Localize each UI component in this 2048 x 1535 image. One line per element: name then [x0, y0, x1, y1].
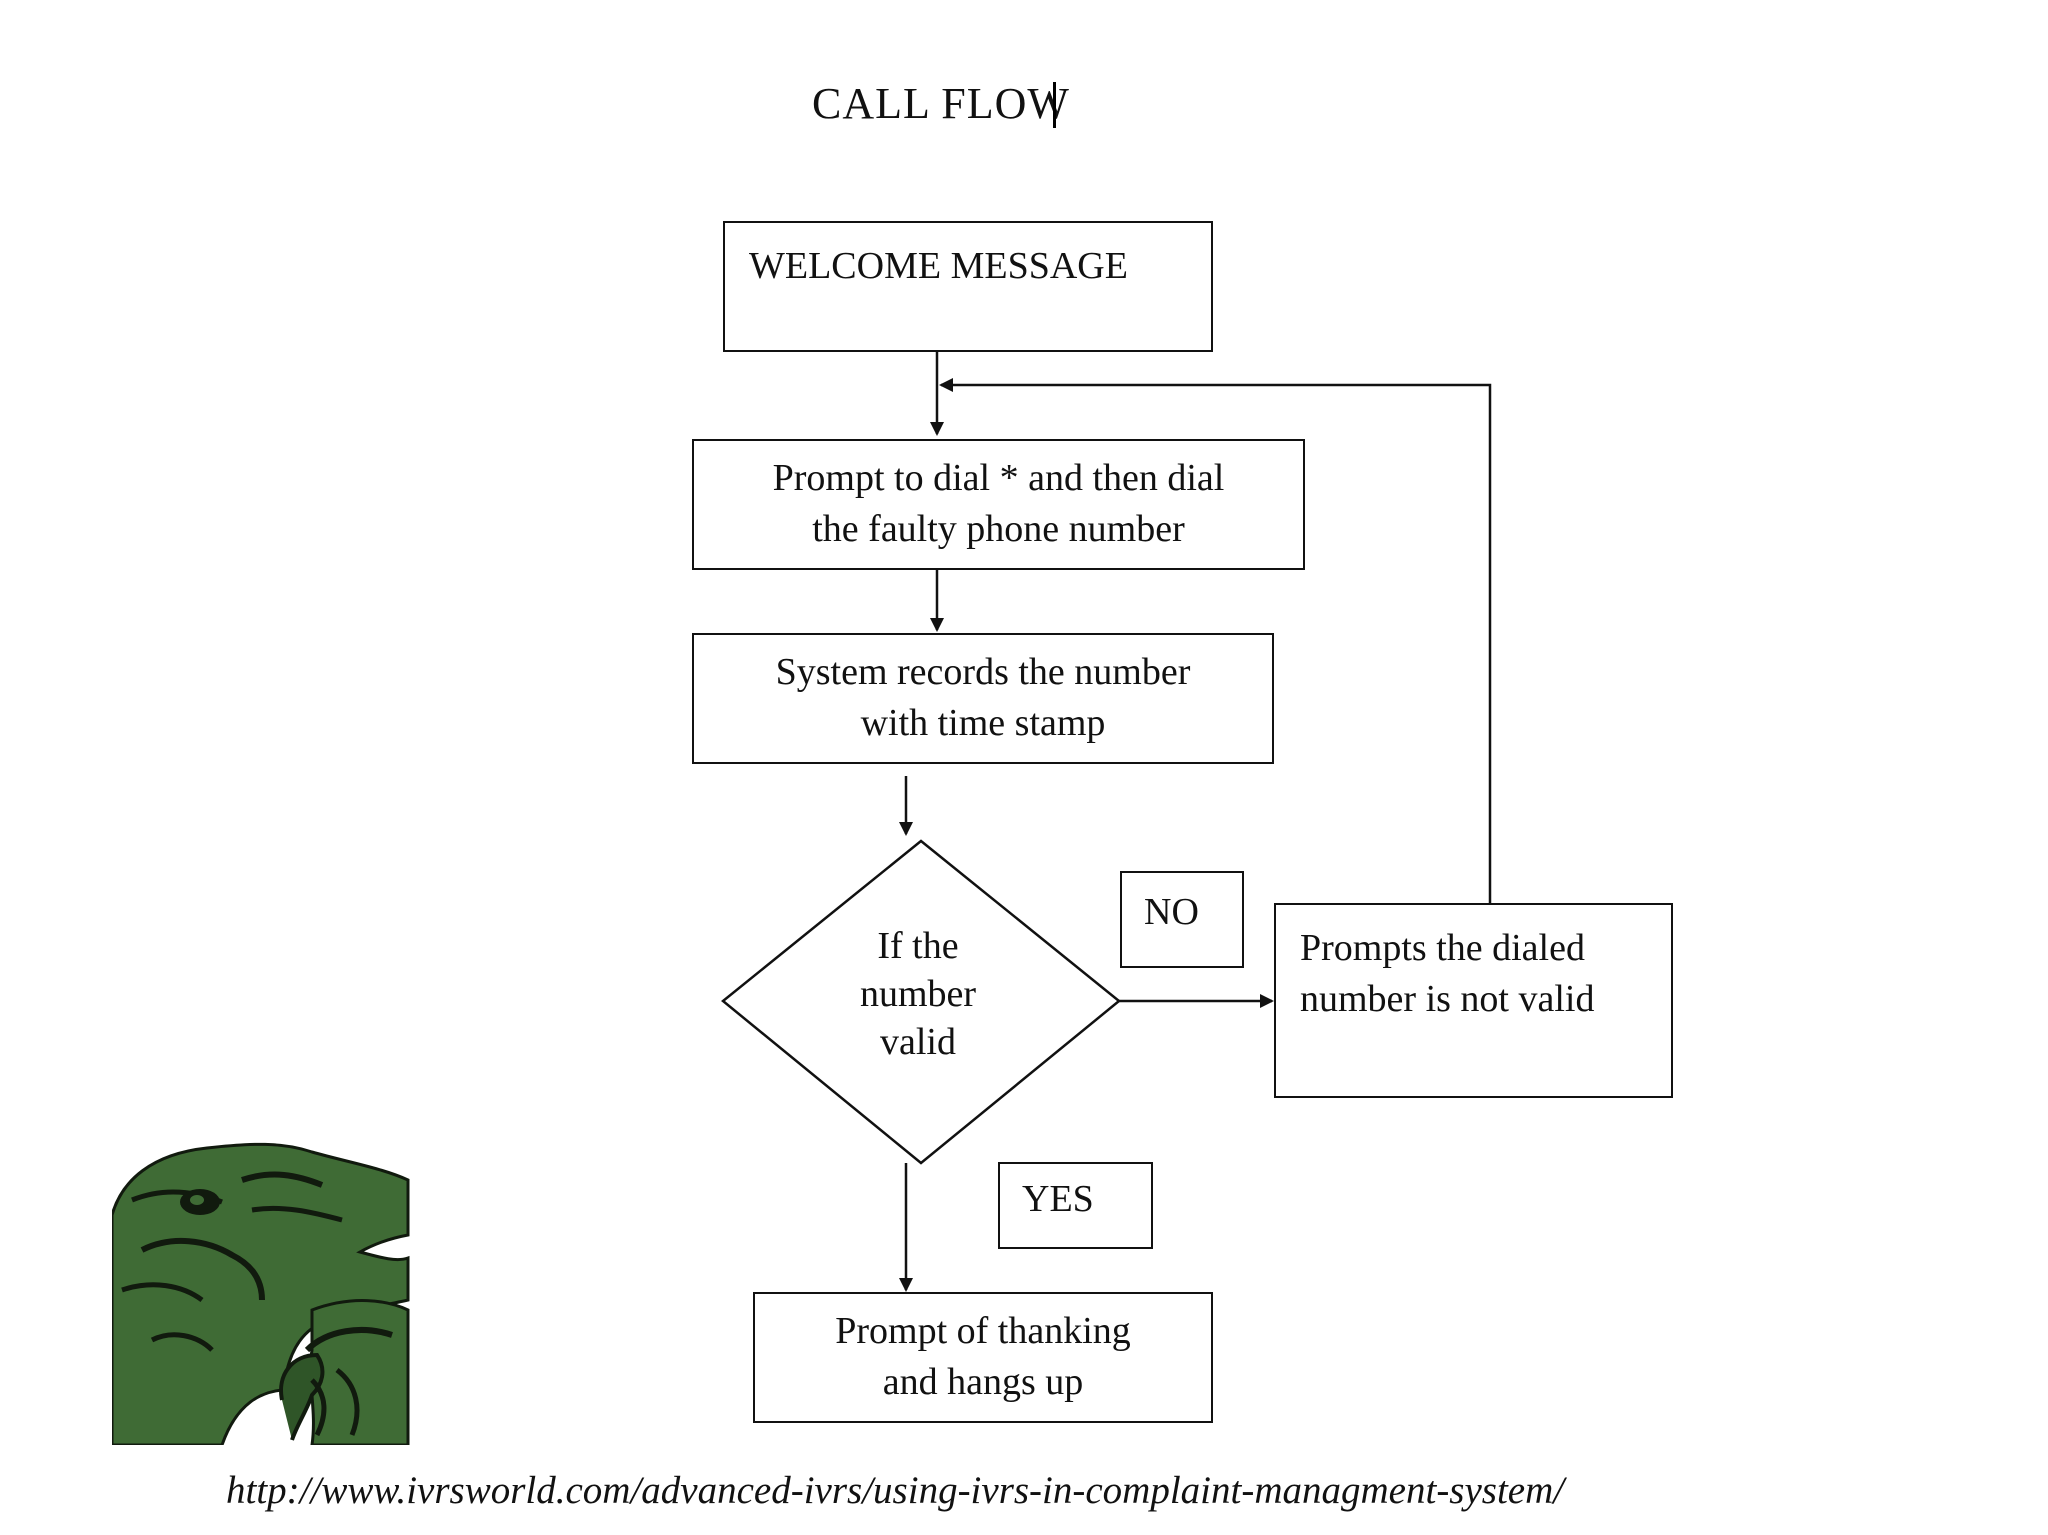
decision-diamond — [721, 839, 1121, 1165]
prompt-dial-box: Prompt to dial * and then dial the fault… — [692, 439, 1305, 570]
philosoraptor-image — [112, 1142, 410, 1445]
prompt-dial-line-2: the faulty phone number — [812, 508, 1185, 550]
invalid-number-box: Prompts the dialed number is not valid — [1274, 903, 1673, 1098]
decision-line-3: valid — [880, 1021, 956, 1063]
thanks-box: Prompt of thanking and hangs up — [753, 1292, 1213, 1423]
thanks-line-2: and hangs up — [882, 1361, 1084, 1403]
decision-text: If the number valid — [808, 922, 1028, 1066]
invalid-line-2: number is not valid — [1300, 978, 1595, 1020]
system-records-line-2: with time stamp — [860, 702, 1106, 744]
welcome-message-text: WELCOME MESSAGE — [749, 245, 1128, 287]
loop-back-line — [939, 378, 1492, 903]
yes-label-box: YES — [998, 1162, 1153, 1249]
source-url[interactable]: http://www.ivrsworld.com/advanced-ivrs/u… — [226, 1469, 1565, 1512]
system-records-box: System records the number with time stam… — [692, 633, 1274, 764]
no-label-box: NO — [1120, 871, 1244, 968]
prompt-dial-line-1: Prompt to dial * and then dial — [772, 457, 1225, 499]
no-label-text: NO — [1144, 891, 1199, 933]
decision-line-2: number — [859, 973, 977, 1015]
yes-label-text: YES — [1022, 1178, 1094, 1220]
page-title: CALL FLOW — [812, 79, 1070, 128]
system-records-line-1: System records the number — [775, 651, 1191, 693]
decision-line-1: If the — [877, 925, 959, 967]
invalid-line-1: Prompts the dialed — [1300, 927, 1585, 969]
thanks-line-1: Prompt of thanking — [835, 1310, 1131, 1352]
welcome-message-box: WELCOME MESSAGE — [723, 221, 1213, 352]
text-cursor — [1053, 82, 1056, 128]
